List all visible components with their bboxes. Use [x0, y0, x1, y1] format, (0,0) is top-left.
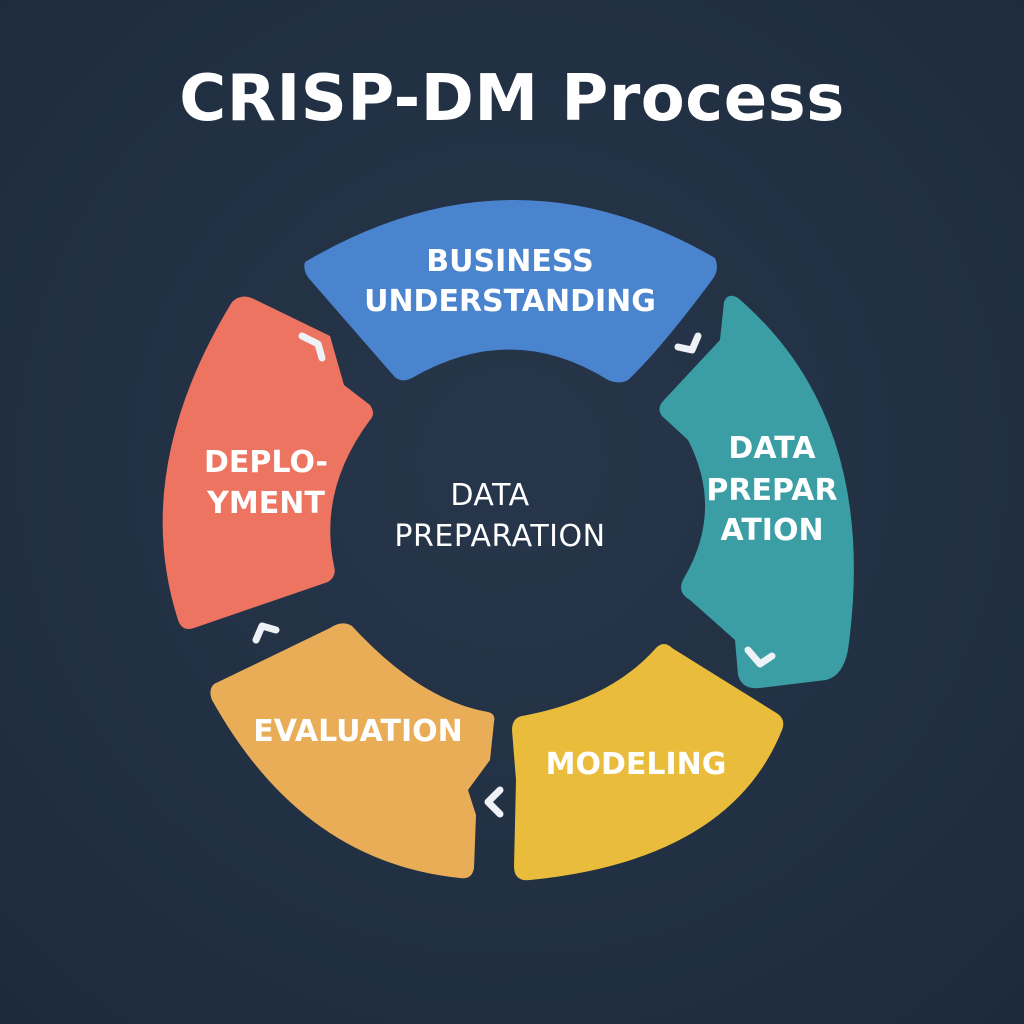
center-label-line1: DATA	[450, 478, 529, 513]
arrow-deployment-to-business-icon	[298, 332, 326, 362]
phase-label-business-line1: BUSINESS	[426, 244, 593, 279]
phase-segment-data-prep	[659, 295, 854, 689]
arrow-evaluation-to-deployment-icon	[252, 622, 280, 644]
phase-segment-modeling	[512, 644, 784, 881]
phase-label-business-line2: UNDERSTANDING	[364, 284, 656, 319]
phase-segment-business	[304, 199, 717, 383]
phase-label-data-prep-line2: PREPAR	[706, 473, 837, 508]
phase-label-data-prep-line3: ATION	[720, 513, 823, 548]
center-label-line2: PREPARATION	[394, 519, 605, 554]
arrow-data-prep-to-modeling-icon	[744, 646, 776, 668]
phase-segment-deployment	[162, 296, 373, 629]
phase-label-evaluation-line1: EVALUATION	[253, 714, 463, 749]
phase-segment-evaluation	[210, 623, 495, 879]
phase-label-deployment-line1: DEPLO-	[204, 445, 328, 480]
phase-label-data-prep-line1: DATA	[728, 431, 816, 466]
phase-label-deployment-line2: YMENT	[206, 486, 325, 521]
arrow-modeling-to-evaluation-icon	[484, 786, 504, 818]
arrow-business-to-data-prep-icon	[674, 332, 702, 354]
phase-label-modeling-line1: MODELING	[546, 747, 727, 782]
diagram-title: CRISP-DM Process	[179, 62, 845, 136]
